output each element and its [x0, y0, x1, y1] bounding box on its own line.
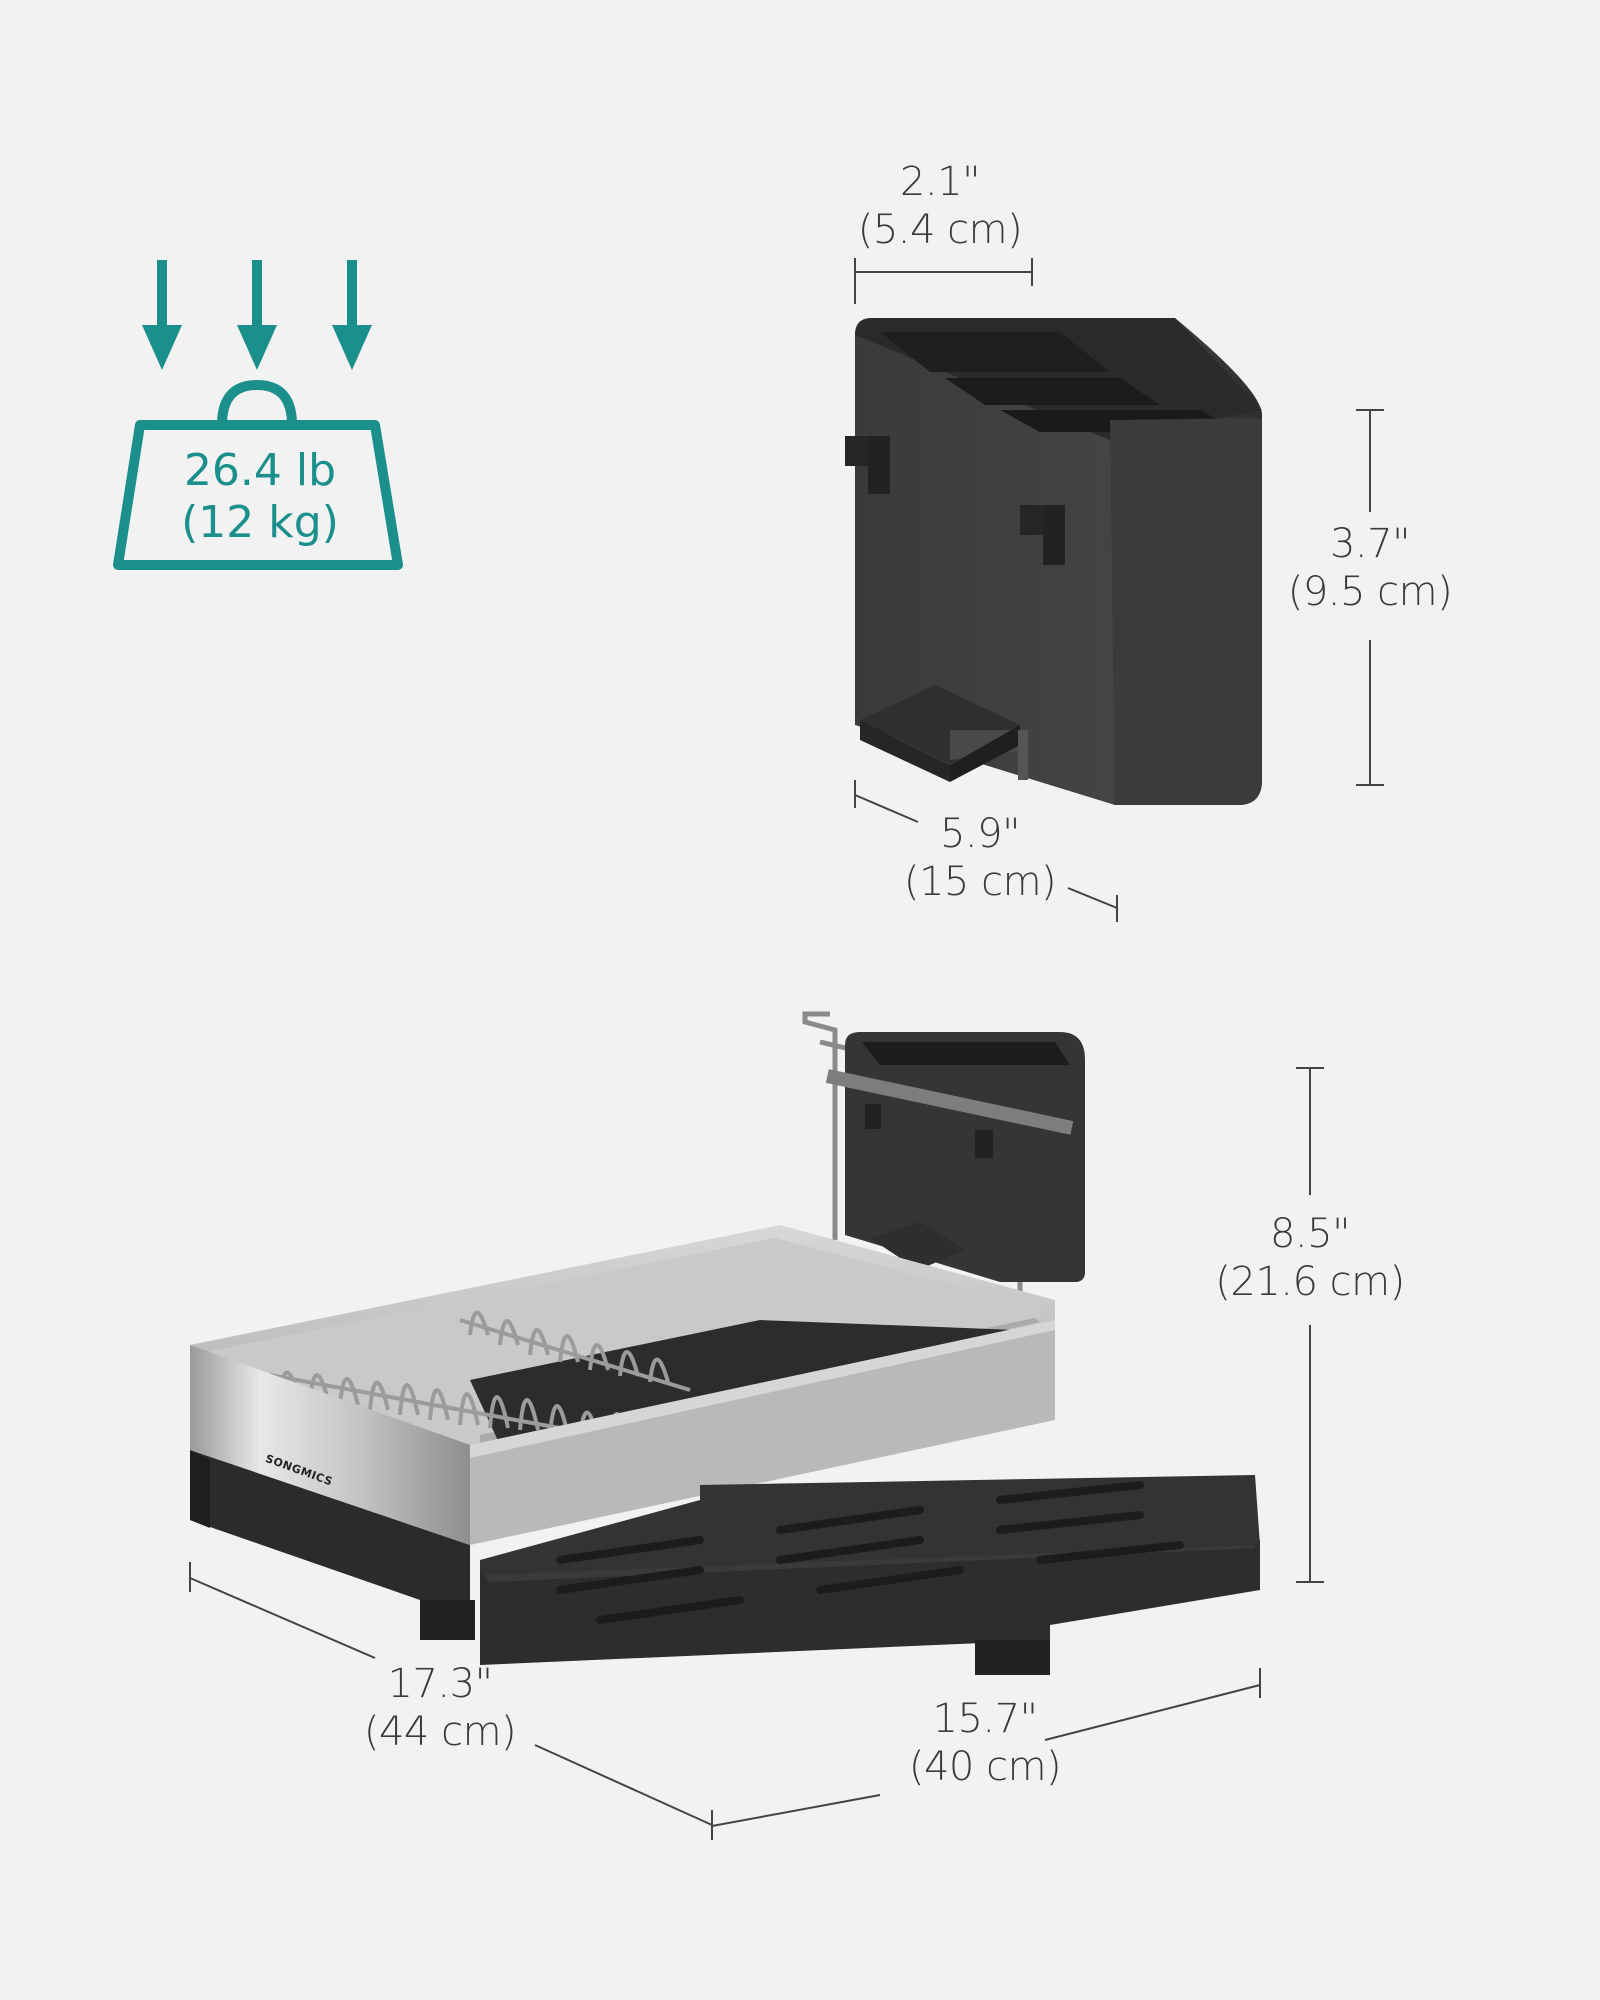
holder-height-metric: (9.5 cm)	[1287, 569, 1453, 615]
rack-height-line	[1296, 1067, 1324, 1583]
weight-metric: (12 kg)	[181, 497, 339, 548]
utensil-holder-illustration	[845, 318, 1262, 805]
holder-length-metric: (15 cm)	[903, 859, 1057, 905]
rack-depth-label: 15.7" (40 cm)	[885, 1695, 1085, 1791]
rack-length-imperial: 17.3"	[387, 1661, 493, 1707]
rack-depth-line	[711, 1668, 1261, 1827]
holder-width-imperial: 2.1"	[899, 159, 981, 205]
holder-length-imperial: 5.9"	[939, 811, 1021, 857]
down-arrow-icon	[142, 260, 182, 370]
holder-height-imperial: 3.7"	[1329, 521, 1411, 567]
rack-height-imperial: 8.5"	[1269, 1211, 1351, 1257]
holder-height-line	[1356, 409, 1384, 786]
weight-handle	[217, 379, 297, 426]
holder-height-label: 3.7" (9.5 cm)	[1270, 520, 1470, 616]
rack-depth-imperial: 15.7"	[932, 1696, 1038, 1742]
weight-body	[113, 420, 403, 570]
weight-imperial: 26.4 lb	[183, 445, 337, 496]
rack-length-label: 17.3" (44 cm)	[340, 1660, 540, 1756]
down-arrow-icon	[237, 260, 277, 370]
rack-height-label: 8.5" (21.6 cm)	[1210, 1210, 1410, 1306]
weight-load-icon	[113, 260, 403, 570]
holder-length-line	[854, 780, 1118, 922]
dish-rack-illustration	[190, 1011, 1260, 1675]
holder-width-metric: (5.4 cm)	[857, 207, 1023, 253]
weight-label: 26.4 lb (12 kg)	[150, 445, 370, 549]
rack-depth-metric: (40 cm)	[908, 1744, 1062, 1790]
holder-length-label: 5.9" (15 cm)	[880, 810, 1080, 906]
holder-width-label: 2.1" (5.4 cm)	[840, 158, 1040, 254]
down-arrow-icon	[332, 260, 372, 370]
holder-width-line	[854, 258, 1033, 304]
rack-height-metric: (21.6 cm)	[1215, 1259, 1405, 1305]
rack-length-metric: (44 cm)	[363, 1709, 517, 1755]
